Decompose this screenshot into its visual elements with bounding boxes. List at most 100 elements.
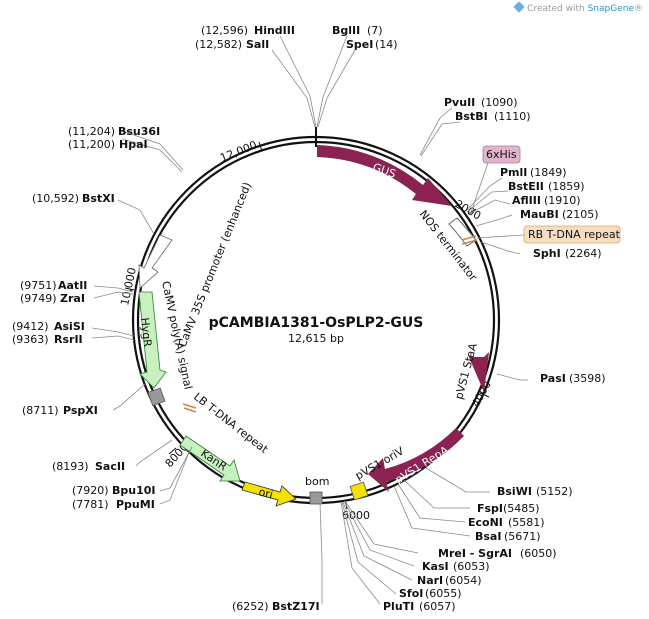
svg-text:(9749): (9749) [20,292,57,305]
rb-repeat-label: RB T-DNA repeat [528,228,621,241]
feature-label-ori: ori [257,485,274,501]
site-bstbi[interactable]: BstBI(1110) [455,110,531,123]
svg-text:(1910): (1910) [544,194,581,207]
svg-text:MauBI: MauBI [520,208,559,221]
site-bglii[interactable]: BglII(7) [332,24,383,37]
site-rsrii[interactable]: (9363)RsrII [12,333,83,346]
site-pasi[interactable]: PasI(3598) [540,372,606,385]
site-sphi[interactable]: SphI (2264) [533,247,602,260]
svg-text:EcoNI: EcoNI [468,516,503,529]
svg-text:(6050): (6050) [520,547,557,560]
feature-label-gus: GUS [371,161,398,181]
svg-text:KasI: KasI [422,560,449,573]
svg-text:(11,204): (11,204) [68,125,115,138]
site-sfoi[interactable]: SfoI(6055) [399,587,462,600]
feature-label-hygr: HygR [138,317,154,348]
six-his-leader [469,162,489,216]
svg-text:(2264): (2264) [565,247,602,260]
feature-hygr[interactable]: HygR [138,291,167,389]
site-maubi[interactable]: MauBI(2105) [520,208,599,221]
svg-text:BsiWI: BsiWI [497,485,532,498]
feature-label-nos-terminator: NOS terminator [417,208,480,284]
svg-text:BstXI: BstXI [82,192,115,205]
site-nari[interactable]: NarI(6054) [417,574,482,587]
rb-repeat-leader [476,234,525,239]
site-bstxi[interactable]: (10,592)BstXI [32,192,115,205]
site-pmli[interactable]: PmlI(1849) [500,166,567,179]
snapgene-watermark: Created with SnapGene® [513,1,643,14]
svg-text:SalI: SalI [246,38,269,51]
site-spei[interactable]: SpeI(14) [346,38,398,51]
svg-text:MreI - SgrAI: MreI - SgrAI [438,547,512,560]
site-bstz17i[interactable]: (6252)BstZ17I [232,600,320,613]
svg-text:(8193): (8193) [52,460,89,473]
svg-text:(14): (14) [375,38,398,51]
rb-t-dna-repeat-tag[interactable]: RB T-DNA repeat [523,225,621,244]
svg-text:HindIII: HindIII [254,24,295,37]
svg-text:PpuMI: PpuMI [116,498,155,511]
feature-bom[interactable]: bom [305,475,329,505]
svg-text:SpeI: SpeI [346,38,373,51]
svg-text:(5152): (5152) [536,485,573,498]
svg-text:(9751): (9751) [20,279,57,292]
svg-text:PasI: PasI [540,372,566,385]
svg-text:(11,200): (11,200) [68,138,115,151]
site-aatii[interactable]: (9751)AatII [20,279,87,292]
site-sacii[interactable]: (8193)SacII [52,460,125,473]
site-kasi[interactable]: KasI(6053) [422,560,490,573]
plasmid-name: pCAMBIA1381-OsPLP2-GUS [209,315,424,331]
svg-text:Bpu10I: Bpu10I [112,484,156,497]
svg-text:SfoI: SfoI [399,587,423,600]
site-bsu36i[interactable]: (11,204)Bsu36I [68,125,160,138]
site-bsai[interactable]: BsaI(5671) [475,530,541,543]
site-pspxi[interactable]: (8711)PspXI [22,404,98,417]
site-bpu10i[interactable]: (7920)Bpu10I [72,484,156,497]
svg-text:BglII: BglII [332,24,360,37]
svg-text:BstZ17I: BstZ17I [272,600,320,613]
svg-text:PspXI: PspXI [63,404,98,417]
svg-text:RsrII: RsrII [54,333,83,346]
site-ppumi[interactable]: (7781)PpuMI [72,498,155,511]
site-hpai[interactable]: (11,200) HpaI [68,138,148,151]
svg-text:(7920): (7920) [72,484,109,497]
site-zrai[interactable]: (9749)ZraI [20,292,85,305]
site-pvuii[interactable]: PvuII(1090) [444,96,518,109]
rb-repeat-mark-2 [461,239,478,245]
feature-kanr[interactable]: KanR [179,435,241,482]
svg-text:(1090): (1090) [481,96,518,109]
plasmid-size: 12,615 bp [288,332,344,345]
svg-text:AatII: AatII [58,279,87,292]
feature-nos-terminator[interactable]: NOS terminator [417,208,480,284]
site-asisi[interactable]: (9412)AsiSI [12,320,85,333]
six-his-tag[interactable]: 6xHis [482,145,521,164]
svg-text:FspI: FspI [477,502,503,515]
svg-text:(6055): (6055) [425,587,462,600]
svg-text:HpaI: HpaI [119,138,148,151]
svg-text:(6057): (6057) [419,600,456,613]
rb-repeat-mark-1 [461,235,477,241]
site-leaders [91,35,528,605]
svg-text:NarI: NarI [417,574,443,587]
svg-text:(1110): (1110) [494,110,531,123]
site-pluti[interactable]: PluTI(6057) [383,600,456,613]
six-his-label: 6xHis [486,148,517,161]
feature-label-lb-repeat: LB T-DNA repeat [191,390,271,456]
svg-text:(1859): (1859) [548,180,585,193]
svg-text:(2105): (2105) [562,208,599,221]
svg-text:(5581): (5581) [508,516,545,529]
site-afliii[interactable]: AflIII(1910) [512,194,581,207]
site-econi[interactable]: EcoNI (5581) [468,516,545,529]
site-mrei-sgrai[interactable]: MreI - SgrAI (6050) [438,547,557,560]
feature-ori[interactable]: ori [241,481,297,507]
svg-text:(9412): (9412) [12,320,49,333]
site-fspi[interactable]: FspI(5485) [477,502,540,515]
svg-text:(12,582): (12,582) [195,38,242,51]
site-bsiwi[interactable]: BsiWI (5152) [497,485,573,498]
site-bsteii[interactable]: BstEII (1859) [508,180,585,193]
site-hindiii[interactable]: (12,596)HindIII [201,24,295,37]
svg-text:SphI: SphI [533,247,561,260]
feature-gus[interactable]: GUS [317,145,452,206]
site-sali[interactable]: (12,582) SalI [195,38,269,51]
svg-text:BstEII: BstEII [508,180,544,193]
